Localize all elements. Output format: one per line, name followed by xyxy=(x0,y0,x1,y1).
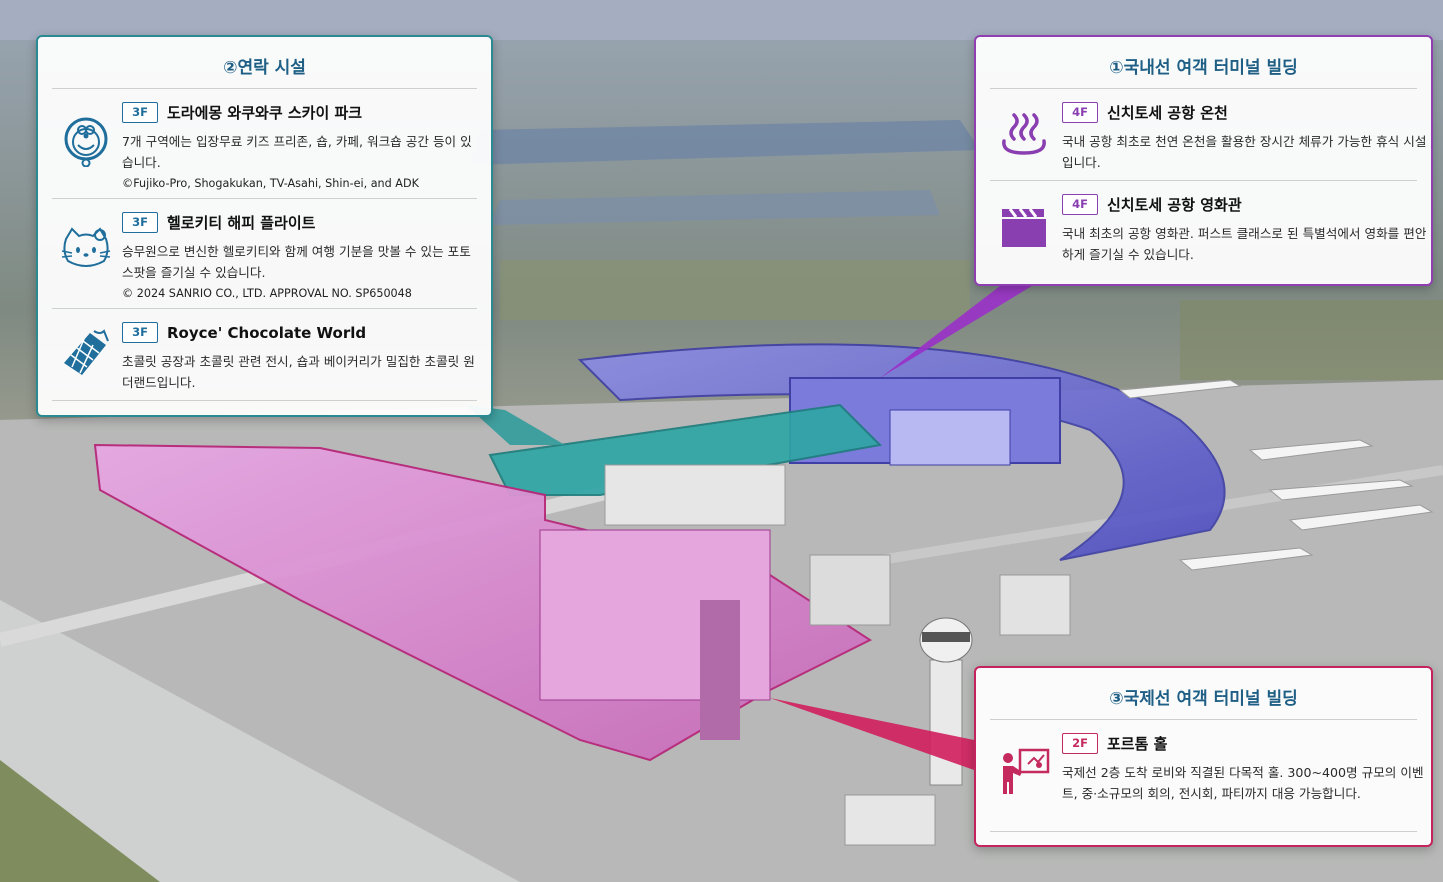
entry-description: 7개 구역에는 입장무료 키즈 프리존, 숍, 카페, 워크숍 공간 등이 있습… xyxy=(122,134,472,170)
hot-spring-icon xyxy=(1002,113,1046,155)
entry-name: 신치토세 공항 영화관 xyxy=(1107,196,1242,214)
entry-description: 초콜릿 공장과 초콜릿 관련 전시, 숍과 베이커리가 밀집한 초콜릿 원더랜드… xyxy=(122,354,475,390)
panel-title: ①국내선 여객 터미널 빌딩 xyxy=(990,37,1417,89)
entry-name: 헬로키티 해피 플라이트 xyxy=(167,214,316,232)
list-item-royce-chocolate[interactable]: 3F Royce' Chocolate World 초콜릿 공장과 초콜릿 관련… xyxy=(52,309,477,401)
entry-name: Royce' Chocolate World xyxy=(167,323,367,342)
doraemon-icon xyxy=(64,117,108,167)
international-terminal-panel: ③국제선 여객 터미널 빌딩 2F 포르톰 홀 국제선 2층 도착 로비와 직결… xyxy=(974,666,1433,847)
list-item-cinema[interactable]: 4F 신치토세 공항 영화관 국내 최초의 공항 영화관. 퍼스트 클래스로 된… xyxy=(990,181,1426,271)
domestic-terminal-panel: ①국내선 여객 터미널 빌딩 4F 신치토세 공항 온천 국내 공항 최초로 천… xyxy=(974,35,1433,286)
hello-kitty-icon xyxy=(61,227,111,267)
floor-badge: 3F xyxy=(122,102,158,123)
floor-badge: 2F xyxy=(1062,733,1098,754)
presentation-icon xyxy=(1003,748,1050,794)
floor-badge: 3F xyxy=(122,212,158,233)
list-item-hot-spring[interactable]: 4F 신치토세 공항 온천 국내 공항 최초로 천연 온천을 활용한 장시간 체… xyxy=(990,89,1426,181)
connecting-facility-panel: ②연락 시설 3F 도라에몽 와쿠와쿠 스카이 파크 7개 구역에는 입장무료 … xyxy=(36,35,493,417)
entry-name: 도라에몽 와쿠와쿠 스카이 파크 xyxy=(167,104,363,122)
floor-badge: 3F xyxy=(122,322,158,343)
copyright-credit: © 2024 SANRIO CO., LTD. APPROVAL NO. SP6… xyxy=(122,287,412,300)
list-item-doraemon[interactable]: 3F 도라에몽 와쿠와쿠 스카이 파크 7개 구역에는 입장무료 키즈 프리존,… xyxy=(52,89,477,199)
floor-badge: 4F xyxy=(1062,194,1098,215)
entry-name: 포르톰 홀 xyxy=(1107,735,1168,753)
entry-description: 국제선 2층 도착 로비와 직결된 다목적 홀. 300~400명 규모의 이벤… xyxy=(1062,765,1424,801)
floor-badge: 4F xyxy=(1062,102,1098,123)
list-item-hello-kitty[interactable]: 3F 헬로키티 해피 플라이트 승무원으로 변신한 헬로키티와 함께 여행 기분… xyxy=(52,199,477,309)
entry-description: 승무원으로 변신한 헬로키티와 함께 여행 기분을 맛볼 수 있는 포토 스팟을… xyxy=(122,244,471,280)
chocolate-icon xyxy=(64,329,109,375)
entry-name: 신치토세 공항 온천 xyxy=(1107,104,1228,122)
panel-title: ③국제선 여객 터미널 빌딩 xyxy=(990,668,1417,720)
entry-description: 국내 최초의 공항 영화관. 퍼스트 클래스로 된 특별석에서 영화를 편안하게… xyxy=(1062,226,1427,262)
copyright-credit: ©Fujiko-Pro, Shogakukan, TV-Asahi, Shin-… xyxy=(122,177,419,190)
clapperboard-icon xyxy=(1002,208,1046,247)
list-item-porthom-hall[interactable]: 2F 포르톰 홀 국제선 2층 도착 로비와 직결된 다목적 홀. 300~40… xyxy=(990,720,1424,832)
entry-description: 국내 공항 최초로 천연 온천을 활용한 장시간 체류가 가능한 휴식 시설입니… xyxy=(1062,134,1427,170)
panel-title: ②연락 시설 xyxy=(52,37,477,89)
